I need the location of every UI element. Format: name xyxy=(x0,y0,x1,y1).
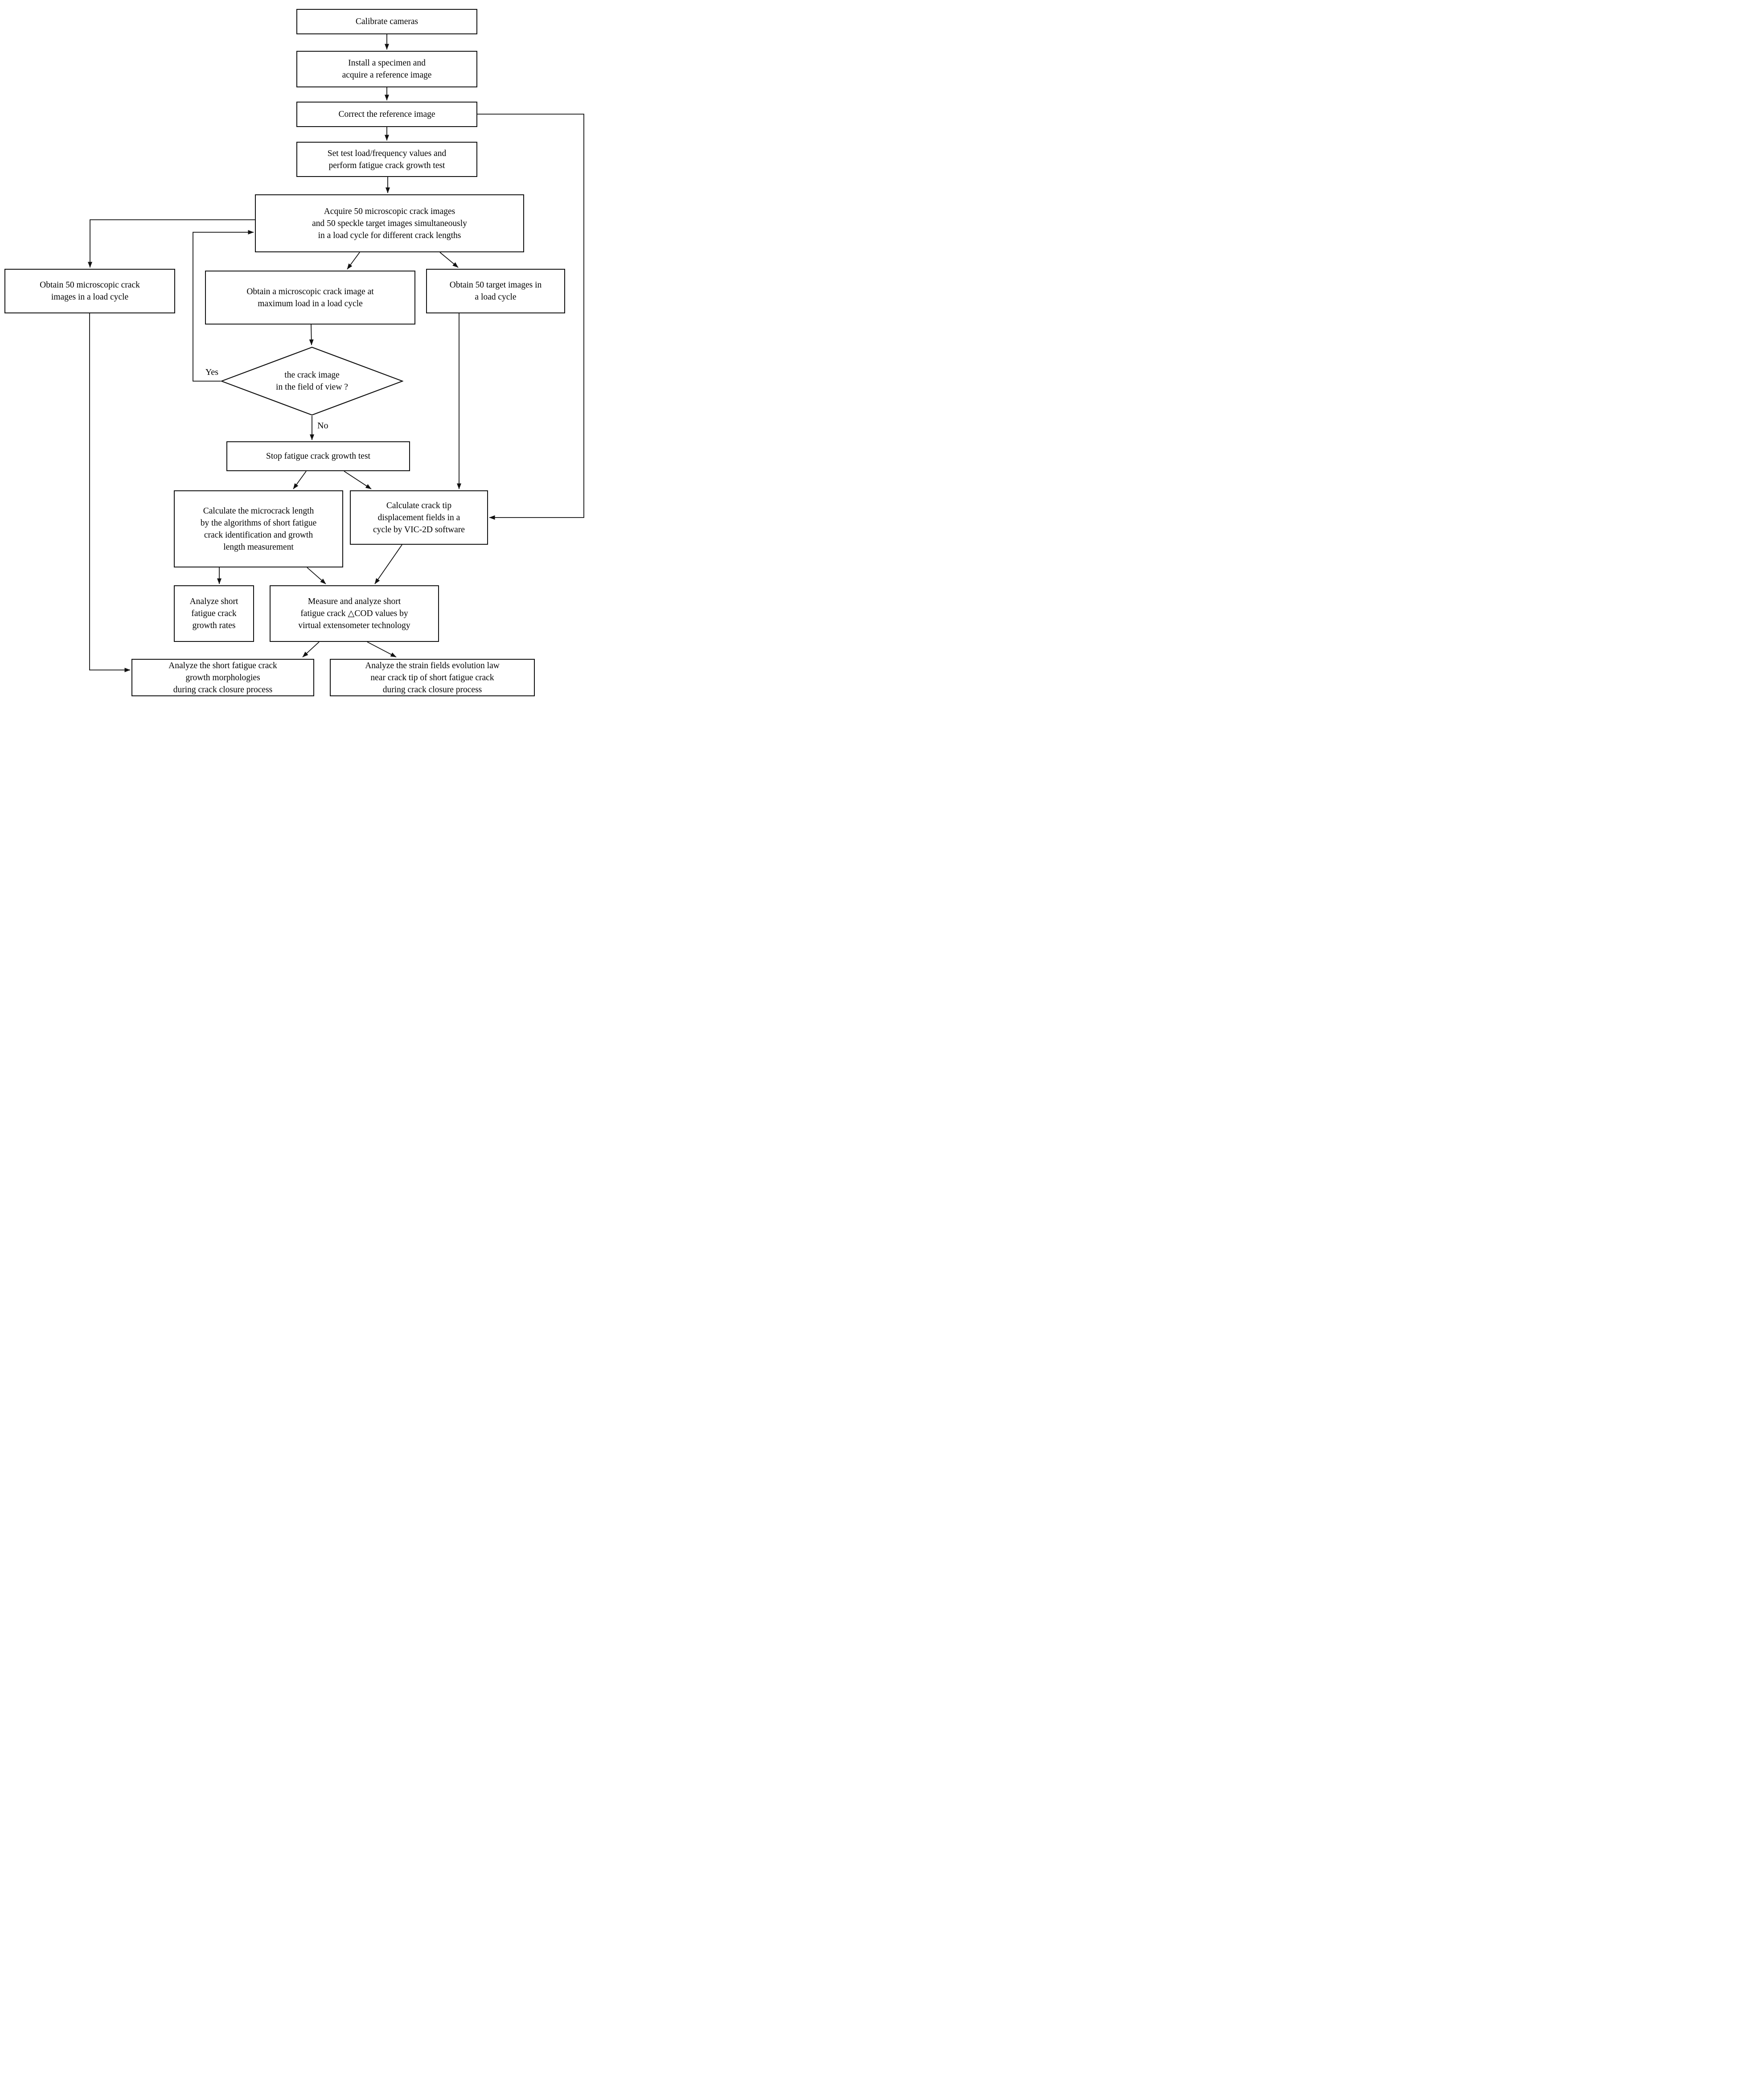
node-obtain-50-target: Obtain 50 target images in a load cycle xyxy=(426,269,565,313)
node-analyze-growth-morphologies: Analyze the short fatigue crack growth m… xyxy=(131,659,314,696)
decision-label: the crack image in the field of view ? xyxy=(276,370,348,392)
edge-label-no: No xyxy=(317,421,328,431)
node-acquire-images: Acquire 50 microscopic crack images and … xyxy=(255,194,524,252)
edge-acquire-obtainmax xyxy=(347,252,360,270)
edge-calcmicro-measurecod xyxy=(307,567,326,584)
edge-correct-calctip xyxy=(477,114,584,520)
edge-layer xyxy=(88,34,584,672)
edge-calctip-measurecod xyxy=(374,544,402,584)
edge-stop-calctip xyxy=(344,471,372,489)
edge-stop-calcmicro xyxy=(293,471,307,489)
node-calc-microcrack-length: Calculate the microcrack length by the a… xyxy=(174,490,343,567)
edge-measurecod-strain xyxy=(367,641,397,658)
node-calc-crack-tip-fields: Calculate crack tip displacement fields … xyxy=(350,490,488,545)
node-install-specimen: Install a specimen and acquire a referen… xyxy=(296,51,477,87)
node-measure-cod-values: Measure and analyze short fatigue crack … xyxy=(270,585,439,642)
edge-acquire-obtaintarget xyxy=(439,252,459,268)
flowchart-canvas: Calibrate cameras Install a specimen and… xyxy=(0,0,588,700)
decision-diamond-shape xyxy=(221,346,403,416)
edge-decision-acquire xyxy=(193,230,254,382)
node-obtain-image-max-load: Obtain a microscopic crack image at maxi… xyxy=(205,271,415,325)
edge-obtainmicro-morph xyxy=(89,313,131,672)
node-correct-reference-image: Correct the reference image xyxy=(296,102,477,127)
node-crack-in-view-decision: the crack image in the field of view ? xyxy=(221,346,403,416)
node-calibrate-cameras: Calibrate cameras xyxy=(296,9,477,34)
node-analyze-growth-rates: Analyze short fatigue crack growth rates xyxy=(174,585,254,642)
node-stop-test: Stop fatigue crack growth test xyxy=(226,441,410,471)
node-analyze-strain-fields: Analyze the strain fields evolution law … xyxy=(330,659,535,696)
edge-obtainmax-decision xyxy=(309,324,314,345)
edge-label-yes: Yes xyxy=(205,367,218,377)
node-set-test-load: Set test load/frequency values and perfo… xyxy=(296,142,477,177)
node-obtain-50-microscopic: Obtain 50 microscopic crack images in a … xyxy=(4,269,175,313)
edge-measurecod-morph xyxy=(302,641,320,658)
edge-acquire-obtainmicro xyxy=(88,219,255,268)
